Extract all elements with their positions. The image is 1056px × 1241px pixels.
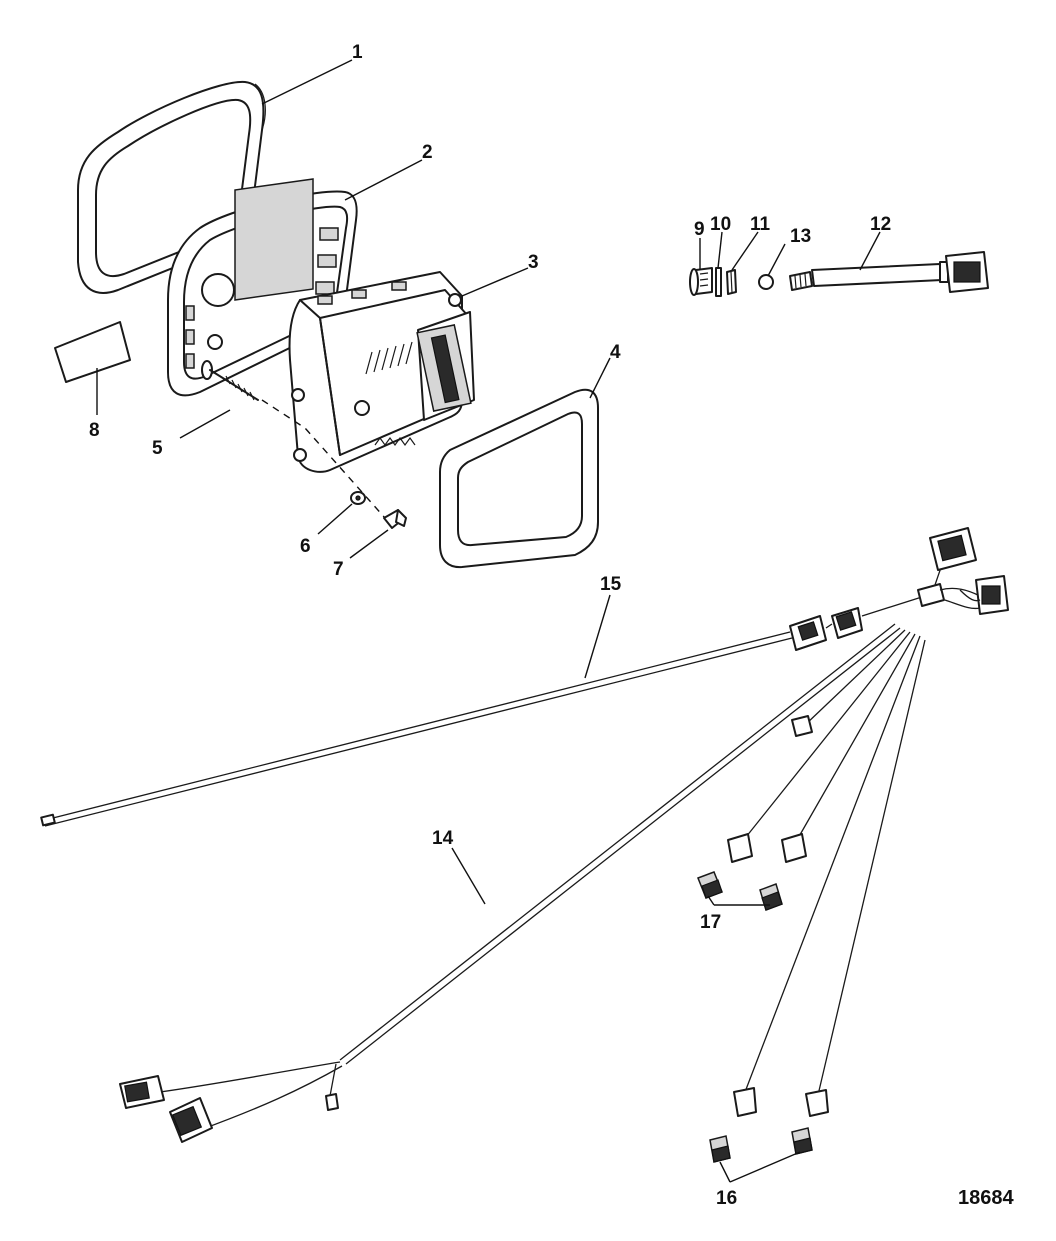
harness-junction [917, 527, 1009, 615]
callout-14: 14 [432, 828, 454, 849]
part-12-sensor [789, 251, 989, 293]
callout-8: 8 [89, 420, 100, 441]
figure-number: 18684 [958, 1187, 1014, 1209]
part-10-washer [715, 267, 722, 297]
part-14-harness [119, 623, 901, 1143]
callout-13: 13 [790, 226, 811, 247]
harness-branches [727, 629, 926, 1117]
callout-1: 1 [352, 42, 363, 63]
part-13-o-ring [758, 274, 774, 290]
callout-7: 7 [333, 559, 344, 580]
callout-15: 15 [600, 574, 622, 595]
callout-10: 10 [710, 214, 731, 235]
callout-3: 3 [528, 252, 539, 273]
callout-2: 2 [422, 142, 433, 163]
part-6-washer [350, 491, 366, 505]
callout-5: 5 [152, 438, 163, 459]
callout-12: 12 [870, 214, 891, 235]
part-2-housing [167, 178, 358, 397]
part-11-nut [726, 269, 737, 295]
part-3-control-module [288, 271, 475, 473]
part-8-label [54, 321, 131, 383]
callout-4: 4 [610, 342, 621, 363]
callout-6: 6 [300, 536, 311, 557]
part-4-gasket [439, 388, 599, 569]
part-9-grommet [689, 267, 713, 296]
part-15-harness [40, 595, 926, 827]
part-17-caps [697, 871, 783, 911]
part-16-caps [709, 1127, 813, 1163]
part-7-wing-nut [383, 509, 407, 529]
leader-lines [96, 59, 881, 1183]
callout-17: 17 [700, 912, 721, 933]
callout-11: 11 [750, 214, 771, 235]
callout-9: 9 [694, 219, 705, 240]
callout-16: 16 [716, 1188, 737, 1209]
part-5-bolt [201, 360, 259, 401]
